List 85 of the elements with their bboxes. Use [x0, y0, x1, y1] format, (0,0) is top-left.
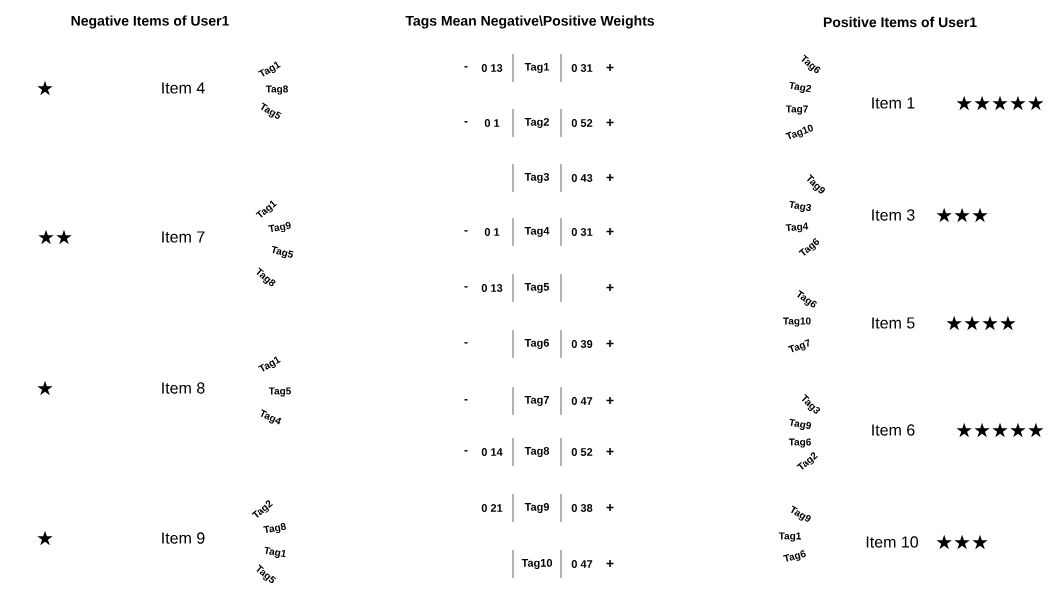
plus-sign: + — [606, 559, 614, 567]
plus-sign: + — [606, 339, 614, 347]
weight-value: 0 47 — [571, 560, 593, 568]
tag-label: Tag1 — [258, 61, 281, 77]
star-rating: ★ — [37, 380, 53, 396]
column-heading: Positive Items of User1 — [823, 16, 977, 28]
tag-label: Tag4 — [260, 409, 282, 425]
tag-label: Tag2 — [524, 118, 549, 128]
plus-sign: + — [606, 447, 614, 455]
weight-value: 0 21 — [481, 504, 503, 512]
minus-sign: - — [464, 286, 468, 288]
tag-label: Tag8 — [263, 523, 286, 534]
star-rating: ★★ — [38, 229, 72, 245]
tag-label: Tag9 — [268, 222, 291, 233]
tag-label: Tag9 — [789, 418, 812, 430]
tag-label: Tag6 — [524, 339, 550, 349]
plus-sign: + — [606, 396, 614, 404]
star-rating: ★ — [37, 80, 53, 96]
weight-value: 0 31 — [571, 64, 593, 72]
star-rating: ★★★ — [936, 534, 988, 550]
item-label: Item 6 — [872, 424, 915, 436]
tag-label: Tag9 — [791, 505, 811, 522]
tag-label: Tag1 — [524, 63, 550, 73]
tag-label: Tag6 — [788, 438, 811, 448]
minus-sign: - — [464, 399, 468, 401]
weight-value: 0 1 — [484, 119, 500, 127]
tag-label: Tag5 — [524, 283, 550, 293]
plus-sign: + — [606, 173, 614, 181]
weight-value: 0 13 — [481, 284, 503, 292]
tag-label: Tag5 — [268, 387, 292, 397]
tag-label: Tag4 — [524, 227, 550, 237]
minus-sign: - — [464, 230, 468, 232]
plus-sign: + — [606, 503, 614, 511]
star-rating: ★★★★★ — [956, 95, 1044, 111]
item-label: Item 8 — [162, 382, 205, 394]
tag-label: Tag7 — [785, 105, 808, 115]
minus-sign: - — [464, 66, 468, 68]
minus-sign: - — [464, 342, 468, 344]
plus-sign: + — [606, 63, 614, 71]
tag-label: Tag8 — [524, 447, 550, 457]
weight-value: 0 1 — [484, 228, 500, 236]
weight-value: 0 39 — [571, 340, 593, 348]
item-label: Item 7 — [162, 231, 205, 243]
star-rating: ★ — [37, 530, 53, 546]
item-label: Item 10 — [866, 536, 919, 548]
tag-label: Tag5 — [272, 245, 294, 259]
plus-sign: + — [606, 283, 614, 291]
weight-value: 0 52 — [571, 448, 593, 456]
tag-label: Tag10 — [783, 317, 811, 327]
weight-value: 0 38 — [571, 504, 593, 512]
weight-value: 0 52 — [571, 119, 593, 127]
tag-label: Tag2 — [789, 81, 812, 93]
tag-label: Tag4 — [785, 222, 809, 233]
weight-value: 0 43 — [571, 174, 593, 182]
tag-label: Tag1 — [258, 356, 281, 372]
column-heading: Negative Items of User1 — [71, 15, 229, 29]
tag-label: Tag10 — [785, 124, 813, 140]
weight-value: 0 14 — [481, 448, 503, 456]
minus-sign: - — [464, 121, 468, 123]
tag-label: Tag6 — [783, 550, 806, 562]
tag-label: Tag1 — [264, 546, 286, 558]
star-rating: ★★★ — [936, 207, 988, 223]
plus-sign: + — [606, 227, 614, 235]
tag-label: Tag1 — [778, 532, 802, 542]
plus-sign: + — [606, 118, 614, 126]
weight-value: 0 31 — [571, 228, 593, 236]
weight-value: 0 13 — [481, 64, 503, 72]
item-label: Item 4 — [162, 82, 205, 94]
tag-label: Tag7 — [524, 396, 549, 406]
tag-label: Tag8 — [265, 85, 288, 95]
item-label: Item 5 — [872, 317, 915, 329]
item-label: Item 1 — [872, 97, 915, 109]
item-label: Item 3 — [872, 209, 915, 221]
minus-sign: - — [464, 450, 468, 452]
tag-label: Tag9 — [524, 503, 550, 513]
weight-value: 0 47 — [571, 397, 593, 405]
tag-label: Tag7 — [787, 339, 810, 353]
tag-label: Tag10 — [521, 559, 553, 569]
tag-label: Tag3 — [524, 173, 550, 183]
column-heading: Tags Mean Negative\Positive Weights — [405, 15, 655, 29]
tag-label: Tag3 — [789, 200, 812, 212]
star-rating: ★★★★ — [946, 315, 1016, 331]
star-rating: ★★★★★ — [956, 422, 1044, 438]
tag-label: Tag5 — [261, 102, 282, 119]
item-label: Item 9 — [162, 532, 205, 544]
